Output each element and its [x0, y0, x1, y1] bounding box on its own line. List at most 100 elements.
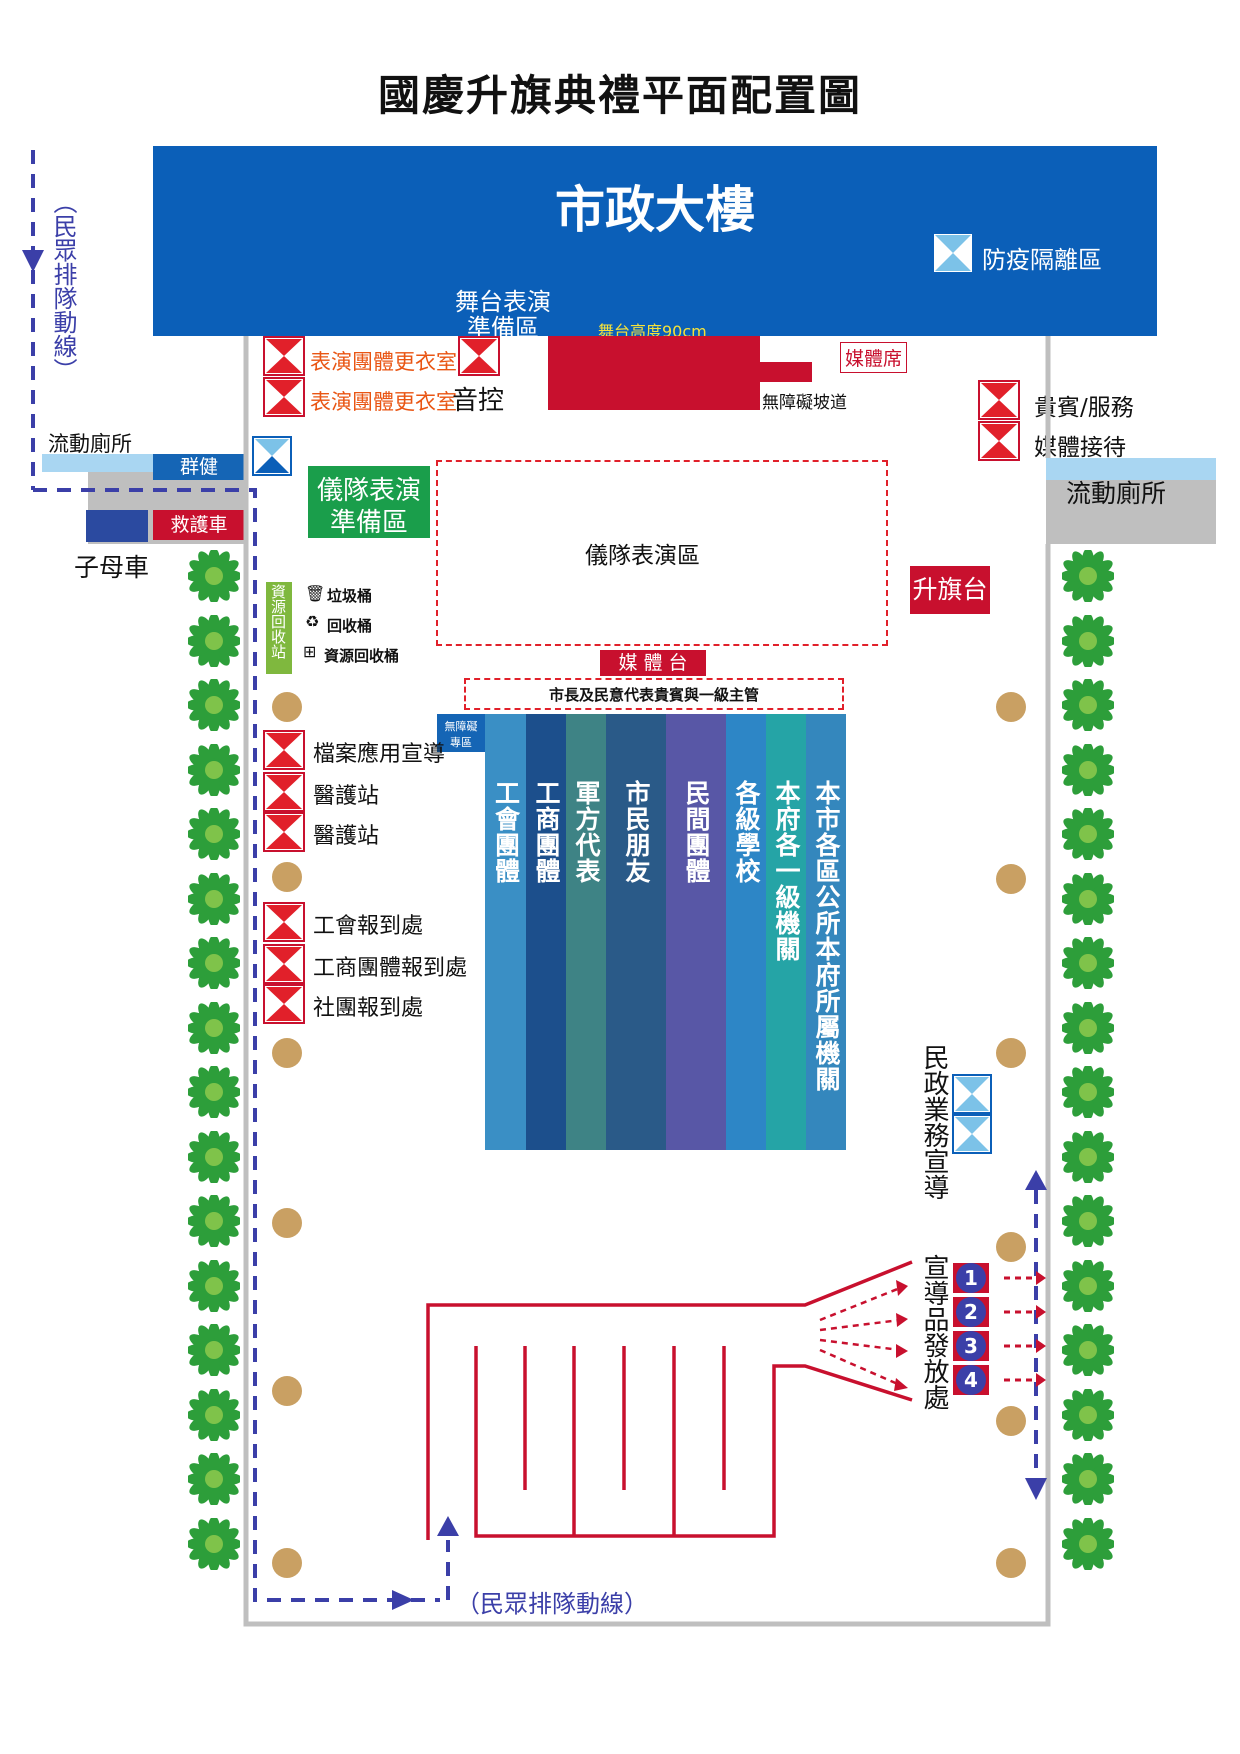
lamp-dot [272, 1376, 302, 1406]
booth-x-icon [263, 944, 305, 984]
recycle-station-label: 資源回收站 [269, 584, 287, 659]
quarantine-blue-x-icon [932, 232, 974, 274]
media-platform: 媒 體 台 [600, 650, 706, 676]
tree-icon [1060, 1386, 1116, 1443]
tree-icon [186, 1128, 242, 1185]
stage-prep-line1: 舞台表演 [455, 288, 551, 316]
lamp-dot [272, 1038, 302, 1068]
lamp-dot [996, 1038, 1026, 1068]
tree-icon [186, 1193, 242, 1249]
lamp-dot [996, 1406, 1026, 1436]
seating-column-label: 市民朋友 [622, 780, 651, 884]
seating-column-label: 民間團體 [682, 780, 711, 884]
tree-icon [1060, 1257, 1116, 1314]
booth-label: 醫護站 [313, 784, 380, 809]
tree-icon [186, 1515, 242, 1572]
tree-icon [186, 870, 242, 927]
ramp-block [760, 362, 812, 382]
flag-platform: 升旗台 [910, 566, 990, 614]
booth-x-icon [263, 772, 305, 812]
souvenir-number-badge: 2 [956, 1297, 986, 1327]
lamp-dot [996, 1548, 1026, 1578]
ambulance-label: 救護車 [153, 510, 245, 540]
tree-icon [1060, 1322, 1116, 1378]
seating-column: 本市各區公所本府所屬機關 [806, 714, 846, 1150]
tree-icon [1060, 1451, 1116, 1507]
honor-guard-prep-line2: 準備區 [329, 508, 408, 538]
dressing-room-1: 表演團體更衣室 [310, 350, 457, 374]
mother-child-car-label: 子母車 [74, 553, 150, 582]
seating-column-label: 軍方代表 [572, 780, 601, 884]
booth-label: 醫護站 [313, 824, 380, 849]
seating-column: 各級學校 [726, 714, 766, 1150]
tree-icon [1060, 1193, 1116, 1249]
civil-affairs-label: 民政業務宣導 [919, 1044, 949, 1200]
tree-icon [1060, 1064, 1116, 1120]
sound-control-label: 音控 [452, 386, 505, 416]
queue-route-vertical-label: （民眾排隊動線） [49, 190, 77, 382]
seating-column: 工會團體 [485, 714, 526, 1150]
seating-column: 軍方代表 [566, 714, 606, 1150]
stage [548, 336, 760, 410]
recycle-bin-icon: ♻ [305, 612, 320, 631]
souvenir-number-badge: 3 [956, 1331, 986, 1361]
booth-x-icon [263, 902, 305, 942]
seating-column-label: 本府各一級機關 [772, 780, 801, 962]
tree-icon [1060, 1515, 1116, 1572]
souvenir-label: 宣導品發放處 [919, 1254, 949, 1410]
tree-icon [1060, 806, 1116, 862]
souvenir-number-badge: 4 [956, 1365, 986, 1395]
booth-x-icon [263, 812, 305, 852]
tree-icon [186, 741, 242, 798]
toilet-right-label: 流動廁所 [1066, 479, 1167, 508]
booth-label: 工會報到處 [313, 914, 424, 939]
lamp-dot [996, 1232, 1026, 1262]
tree-icon [1060, 612, 1116, 669]
souvenir-booth: 4 [952, 1364, 990, 1396]
tree-icon [1060, 1128, 1116, 1185]
resource-bin-icon: ⊞ [303, 642, 317, 661]
tree-icon [1060, 741, 1116, 798]
tree-icon [186, 1064, 242, 1120]
lamp-dot [272, 862, 302, 892]
tree-icon [1060, 870, 1116, 927]
tree-icon [1060, 548, 1116, 604]
honor-guard-area-label: 儀隊表演區 [585, 543, 700, 569]
tree-icon [186, 1257, 242, 1314]
tree-icon [186, 1451, 242, 1507]
recycle-label: 回收桶 [327, 617, 373, 635]
sound-control-x-icon [458, 336, 500, 376]
seating-column: 市民朋友 [606, 714, 666, 1150]
seating-column-label: 各級學校 [732, 780, 761, 884]
queue-route-bottom-label: （民眾排隊動線） [456, 1590, 648, 1618]
vip-row-label: 市長及民意代表貴賓與一級主管 [548, 686, 759, 704]
trash-label: 垃圾桶 [327, 587, 373, 605]
tree-icon [186, 677, 242, 733]
tree-icon [186, 548, 242, 604]
honor-guard-area [436, 460, 888, 646]
tree-icon [186, 1386, 242, 1443]
dressing-room-x-icons [263, 336, 305, 417]
page-title: 國慶升旗典禮平面配置圖 [377, 71, 862, 120]
toilet-right-block [1046, 458, 1216, 480]
city-hall-building [153, 146, 1157, 336]
tree-icon [1060, 677, 1116, 733]
souvenir-booth: 1 [952, 1262, 990, 1294]
seating-column-label: 工會團體 [491, 780, 521, 884]
accessible-line2: 專區 [450, 736, 472, 749]
accessible-zone-box [437, 714, 485, 752]
tree-icon [186, 935, 242, 991]
right-gray-area [1046, 480, 1216, 544]
souvenir-booth: 3 [952, 1330, 990, 1362]
lamp-dot [272, 1208, 302, 1238]
vip-service-label: 貴賓/服務 [1034, 395, 1134, 421]
seating-column-label: 本市各區公所本府所屬機關 [812, 780, 841, 1092]
tree-icon [186, 612, 242, 669]
seating-column: 工商團體 [526, 714, 566, 1150]
seating-column: 民間團體 [666, 714, 726, 1150]
lamp-dot [272, 1548, 302, 1578]
seating-column-label: 工商團體 [532, 780, 561, 884]
honor-guard-prep-line1: 儀隊表演 [316, 476, 421, 506]
